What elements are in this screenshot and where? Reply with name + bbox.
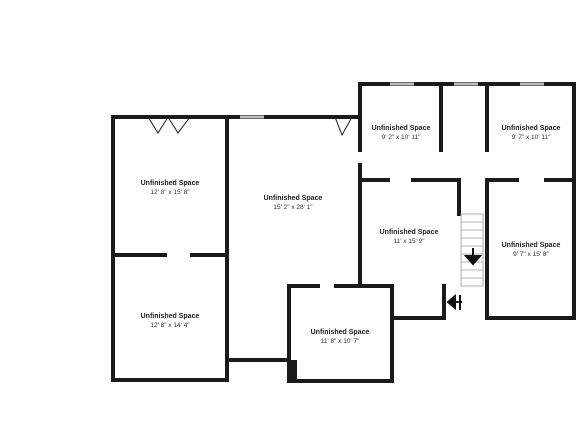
room-dimensions: 9' 2" x 10' 11" [382,134,421,141]
room-left-bottom: Unfinished Space 12' 8" x 14' 4" [141,313,200,329]
room-name: Unfinished Space [372,125,431,132]
arrow-left-icon [446,293,462,311]
windows [240,82,544,119]
column [287,360,297,381]
room-dimensions: 15' 2" x 28' 1" [273,204,313,211]
room-mid: Unfinished Space 11' x 15' 9" [380,229,439,245]
room-name: Unfinished Space [502,242,561,249]
room-right-top: Unfinished Space 9' 7" x 10' 11" [502,125,561,141]
stairs [460,213,484,287]
room-dimensions: 9' 7" x 15' 8" [513,251,549,258]
room-name: Unfinished Space [380,229,439,236]
room-dimensions: 12' 8" x 15' 8" [150,189,190,196]
room-name: Unfinished Space [141,313,200,320]
room-left-top: Unfinished Space 12' 8" x 15' 8" [141,180,200,196]
arrow-down-icon [463,248,483,266]
room-right: Unfinished Space 9' 7" x 15' 8" [502,242,561,258]
room-name: Unfinished Space [311,329,370,336]
room-bottom: Unfinished Space 11' 8" x 10' 7" [311,329,370,345]
room-name: Unfinished Space [264,195,323,202]
room-center: Unfinished Space 15' 2" x 28' 1" [264,195,323,211]
room-dimensions: 12' 8" x 14' 4" [150,322,190,329]
room-mid-top: Unfinished Space 9' 2" x 10' 11" [372,125,431,141]
room-dimensions: 11' x 15' 9" [393,238,425,245]
room-dimensions: 9' 7" x 10' 11" [512,134,551,141]
doors [147,116,353,137]
room-name: Unfinished Space [502,125,561,132]
room-dimensions: 11' 8" x 10' 7" [321,338,360,345]
room-name: Unfinished Space [141,180,200,187]
